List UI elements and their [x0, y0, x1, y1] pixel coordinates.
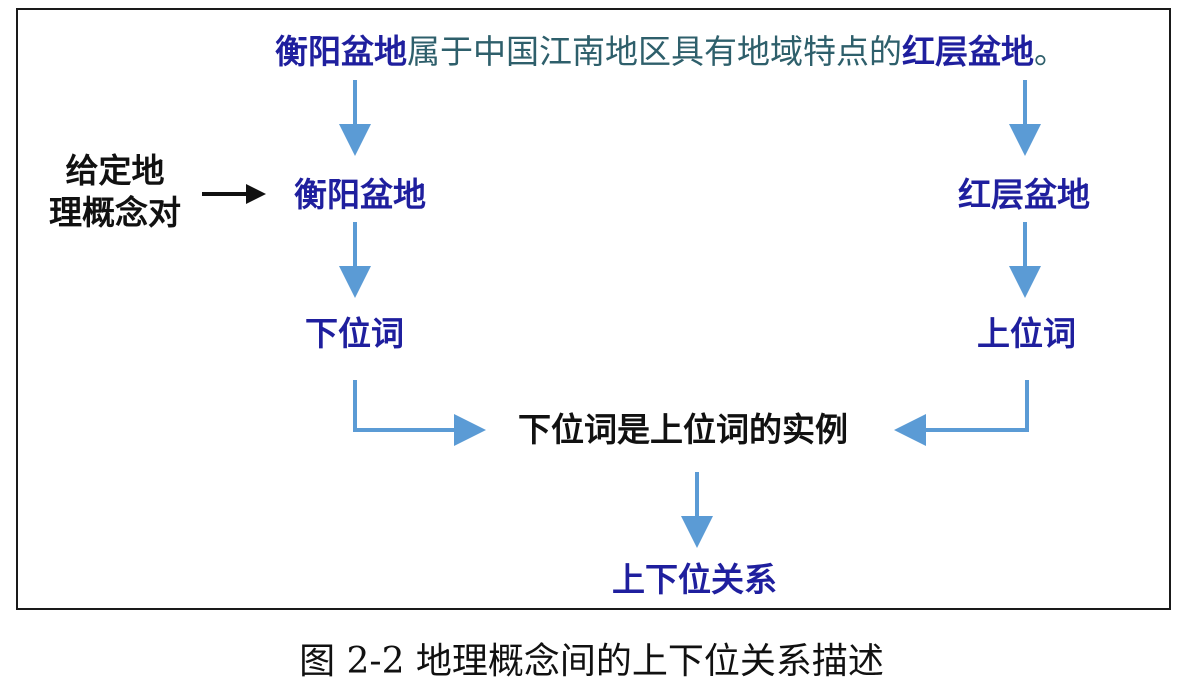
sentence-period: 。 [1034, 32, 1067, 71]
diagram-frame [16, 8, 1171, 610]
given-label-line2: 理概念对 [49, 193, 181, 232]
node-result: 上下位关系 [612, 560, 777, 599]
given-concept-pair-label: 给定地 理概念对 [40, 150, 190, 234]
arrow-given-head [246, 184, 266, 204]
sentence-term-red-bed: 红层盆地 [902, 32, 1034, 71]
node-relation-statement: 下位词是上位词的实例 [518, 410, 848, 449]
sentence-term-hengyang: 衡阳盆地 [275, 32, 407, 71]
node-hyponym: 下位词 [305, 314, 404, 353]
node-hypernym: 上位词 [977, 314, 1076, 353]
example-sentence: 衡阳盆地属于中国江南地区具有地域特点的红层盆地。 [275, 32, 1067, 72]
node-left-term: 衡阳盆地 [294, 175, 426, 214]
sentence-middle-text: 属于中国江南地区具有地域特点的 [407, 32, 902, 71]
arrow-hypernym-to-relation [894, 380, 1029, 446]
node-right-term: 红层盆地 [958, 175, 1090, 214]
given-label-line1: 给定地 [65, 151, 165, 190]
arrow-hyponym-to-relation [353, 380, 486, 446]
figure-caption: 图 2-2 地理概念间的上下位关系描述 [299, 641, 884, 682]
